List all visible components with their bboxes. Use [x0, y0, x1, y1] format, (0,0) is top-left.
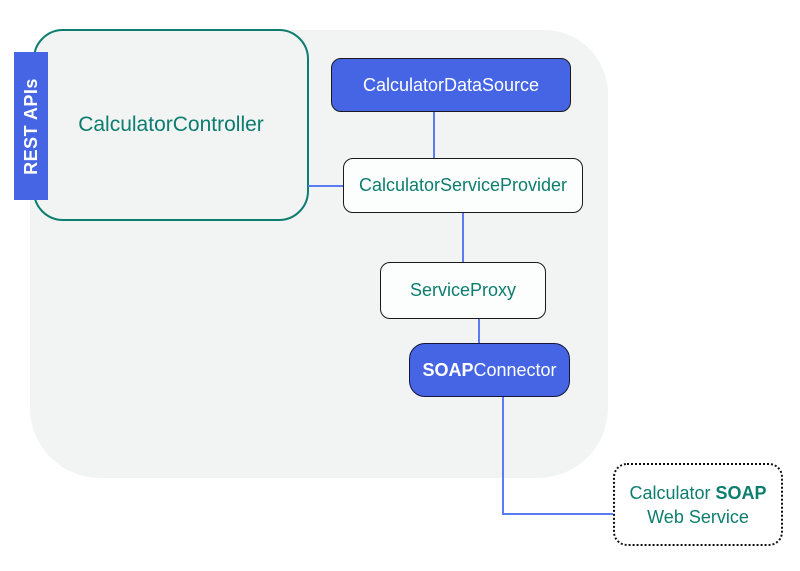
soap-web-service-line1: Calculator SOAP	[629, 482, 767, 503]
calculator-datasource-label: CalculatorDataSource	[362, 74, 540, 95]
connector-serviceprovider-to-serviceproxy	[462, 213, 464, 263]
rest-apis-label: REST APIs	[20, 77, 41, 175]
connector-controller-to-serviceprovider	[308, 185, 343, 187]
connector-soapconnector-elbow-horizontal	[502, 513, 614, 515]
connector-datasource-to-serviceprovider	[433, 112, 435, 159]
calculator-serviceprovider-label: CalculatorServiceProvider	[358, 175, 568, 195]
soap-web-service-line2: Web Service	[647, 506, 749, 527]
serviceproxy-label: ServiceProxy	[409, 280, 517, 300]
connector-serviceproxy-to-soapconnector	[478, 319, 480, 344]
serviceproxy-node: ServiceProxy	[380, 262, 546, 319]
calculator-datasource-node: CalculatorDataSource	[331, 58, 571, 112]
calculator-controller-label: CalculatorController	[78, 113, 264, 136]
connector-soapconnector-elbow-vertical	[502, 397, 504, 515]
calculator-controller-node: CalculatorController	[33, 29, 309, 221]
calculator-serviceprovider-node: CalculatorServiceProvider	[343, 158, 583, 213]
soap-connector-node: SOAPConnector	[409, 343, 570, 397]
soap-connector-label: SOAPConnector	[422, 359, 557, 380]
calculator-soap-web-service-node: Calculator SOAP Web Service	[613, 463, 783, 546]
rest-apis-badge: REST APIs	[14, 52, 48, 200]
